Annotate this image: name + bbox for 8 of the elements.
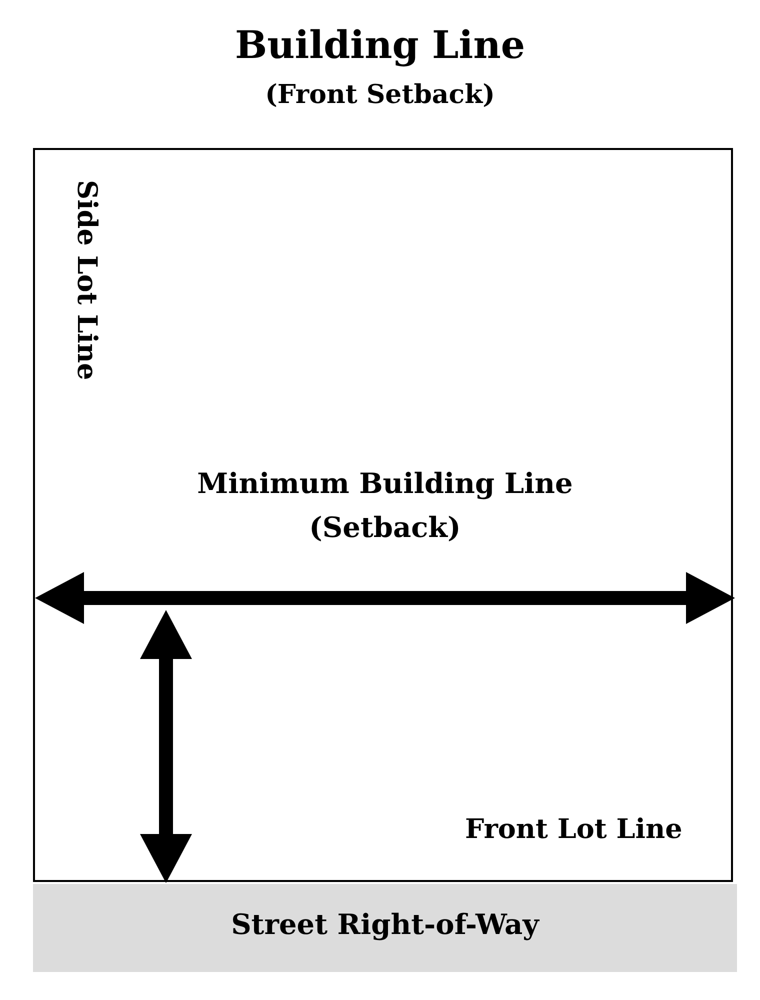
street-band xyxy=(33,884,737,972)
title: Building Line xyxy=(234,22,526,67)
front-lot-line-label: Front Lot Line xyxy=(465,814,682,845)
lot-outline xyxy=(33,148,733,882)
building-line-label: Minimum Building Line (Setback) xyxy=(196,466,574,546)
subtitle: (Front Setback) xyxy=(264,80,496,110)
side-lot-line-label: Side Lot Line xyxy=(71,180,102,380)
street-label: Street Right-of-Way xyxy=(230,908,540,941)
